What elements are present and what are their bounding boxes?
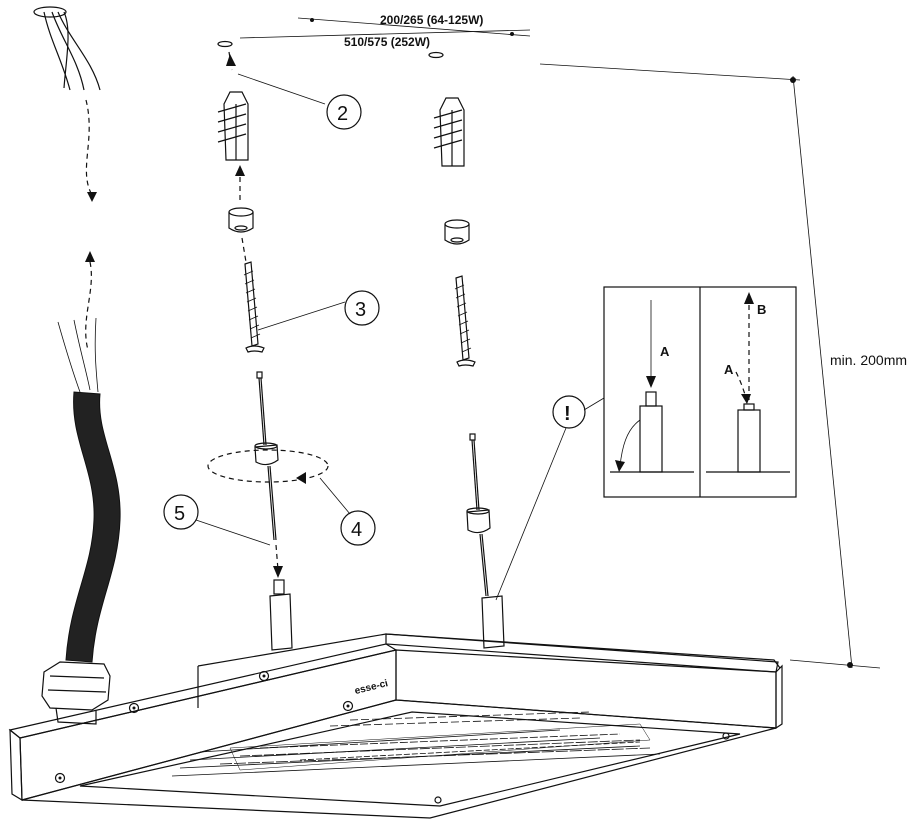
arrow-down-icon bbox=[646, 376, 656, 388]
arrow-up-icon bbox=[226, 54, 236, 66]
rotation-arrow-icon bbox=[296, 472, 306, 484]
callout-step-2: 2 bbox=[337, 103, 348, 125]
wall-plug-right bbox=[433, 97, 465, 167]
detail-inset: A B A bbox=[603, 286, 797, 498]
min-height-label: min. 200mm bbox=[830, 352, 907, 368]
cable-gland bbox=[41, 661, 111, 725]
suspension-cable-left bbox=[254, 371, 279, 541]
arrow-up-icon bbox=[85, 251, 95, 262]
arrow-down-icon bbox=[615, 460, 625, 472]
dimension-label-small: 200/265 (64-125W) bbox=[380, 13, 483, 27]
screw-right bbox=[454, 275, 476, 367]
bushing-right bbox=[444, 219, 470, 245]
callout-step-3: 3 bbox=[355, 299, 366, 321]
ceiling-cable-entry bbox=[33, 6, 101, 91]
cable-routing-dashed-arrow-up bbox=[85, 261, 92, 351]
cable-gripper-left bbox=[269, 579, 293, 651]
brand-logo-text: esse-ci bbox=[354, 678, 390, 697]
callout-step-4: 4 bbox=[351, 519, 362, 541]
arrow-up-icon bbox=[744, 292, 754, 304]
drill-hole-dimension: 200/265 (64-125W) 510/575 (252W) bbox=[217, 13, 531, 59]
led-array bbox=[171, 711, 661, 777]
detail-label-a-right: A bbox=[724, 362, 734, 377]
arrow-down-icon bbox=[87, 192, 97, 202]
luminaire: esse-ci bbox=[8, 633, 783, 819]
wall-plug-left bbox=[217, 91, 249, 161]
arrow-down-icon bbox=[741, 394, 751, 404]
detail-label-b: B bbox=[757, 302, 766, 317]
screw-left bbox=[243, 261, 265, 353]
arrow-up-icon bbox=[235, 165, 245, 176]
warning-callout: ! bbox=[564, 403, 571, 425]
rotation-indicator bbox=[207, 449, 329, 483]
arrow-down-icon bbox=[273, 566, 283, 578]
dimension-label-large: 510/575 (252W) bbox=[344, 35, 430, 49]
power-cable bbox=[57, 317, 121, 663]
cable-routing-dashed-arrow bbox=[85, 99, 93, 196]
suspension-cable-right bbox=[466, 433, 505, 649]
detail-label-a-left: A bbox=[660, 344, 670, 359]
bushing-left bbox=[228, 207, 254, 233]
min-height-dimension: min. 200mm bbox=[539, 63, 907, 669]
callout-step-5: 5 bbox=[174, 503, 185, 525]
